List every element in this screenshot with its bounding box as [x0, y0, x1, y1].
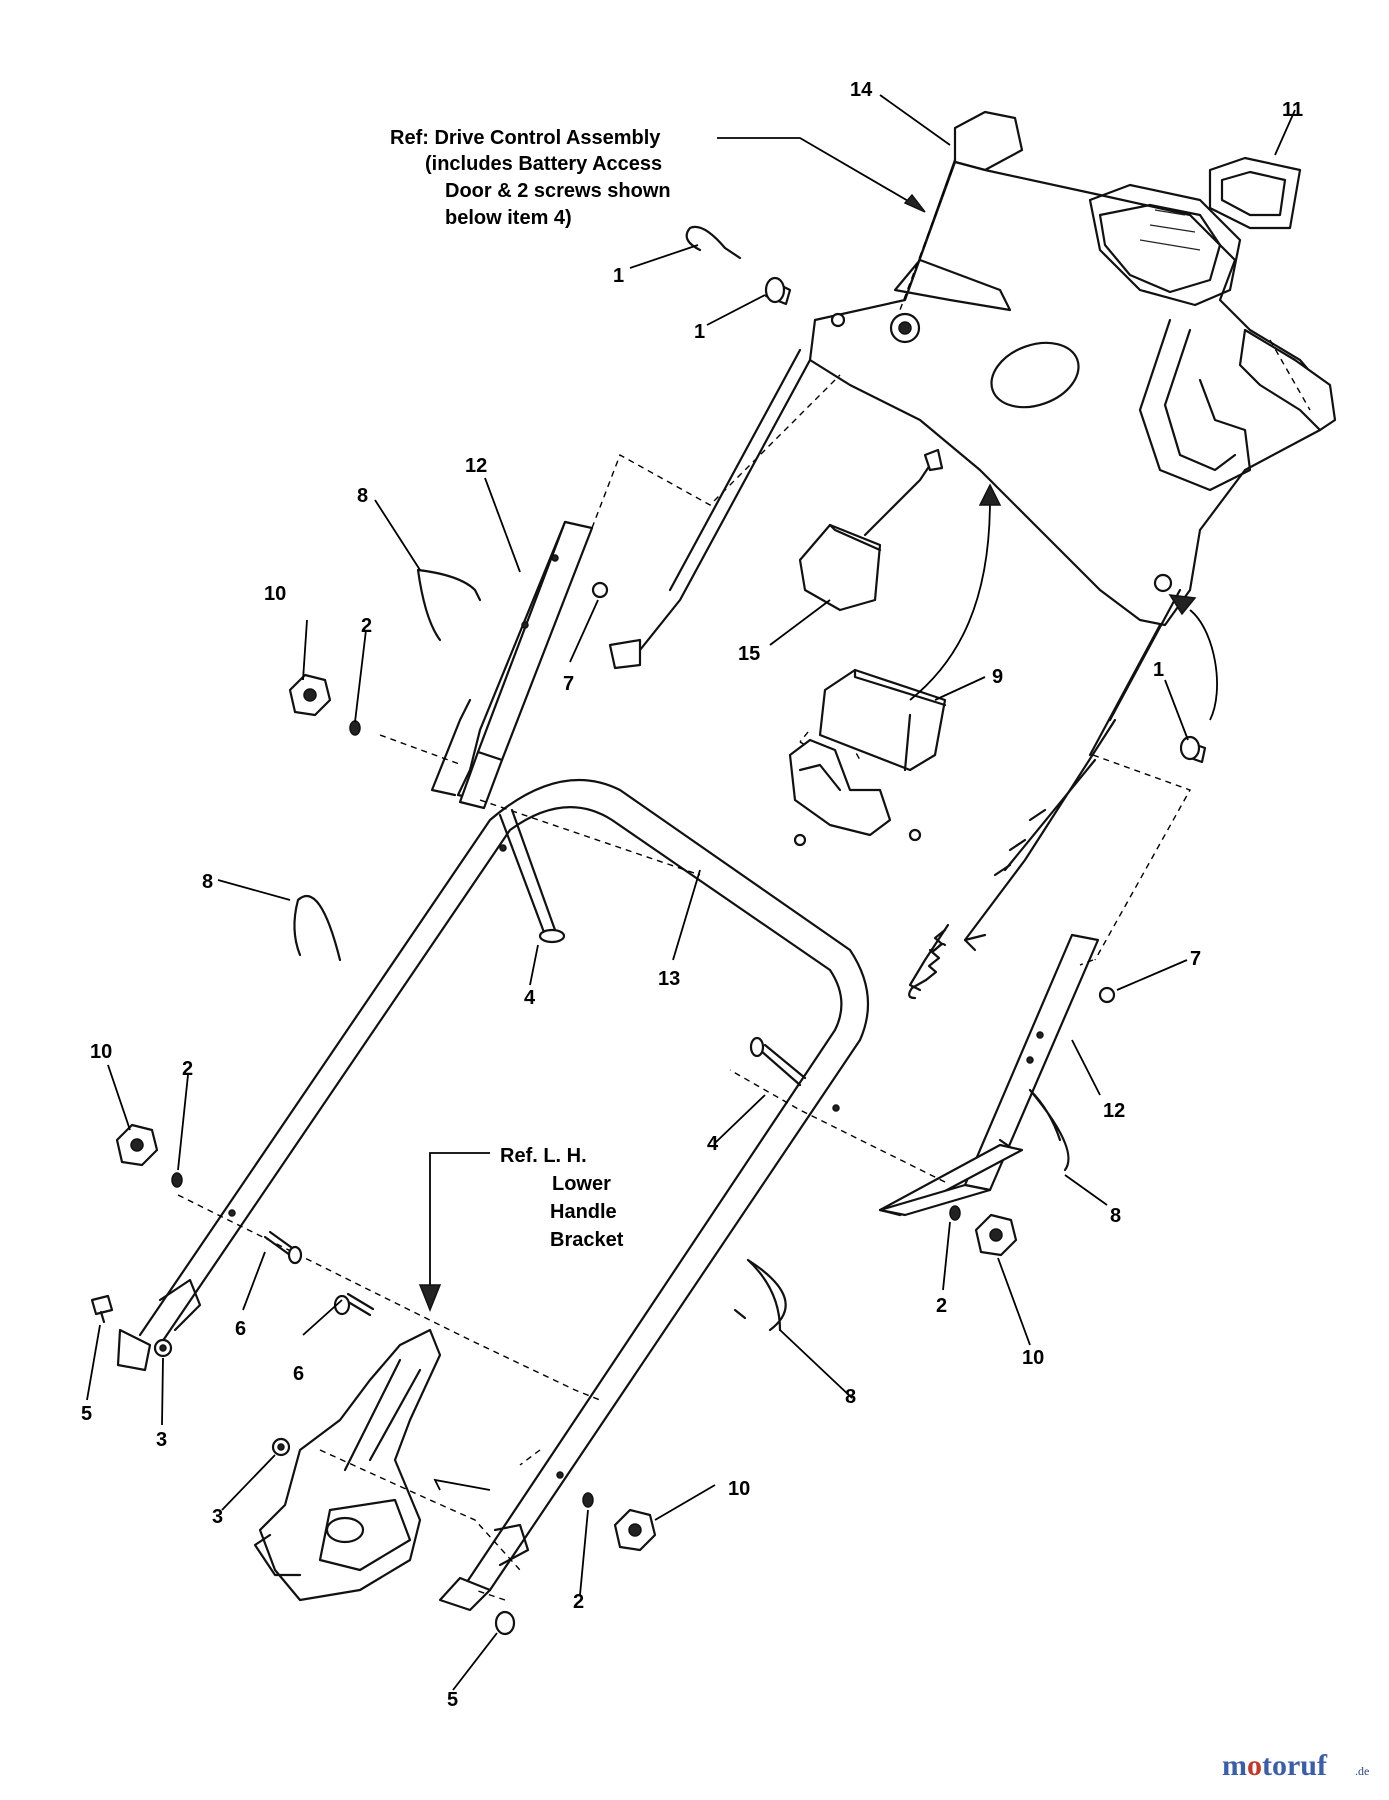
ref-lower-line-2: Lower	[552, 1173, 611, 1195]
upper-handle-right	[878, 933, 1100, 1217]
callout-10: 10	[728, 1478, 750, 1500]
bolt	[498, 808, 807, 1087]
callout-14: 14	[850, 79, 873, 101]
watermark-brand: motoruf	[1222, 1749, 1328, 1782]
ref-drive-line-2: (includes Battery Access	[425, 153, 662, 175]
watermark-logo: motoruf .de	[1222, 1749, 1369, 1782]
callout-4: 4	[524, 987, 536, 1009]
watermark-suffix: .de	[1355, 1764, 1369, 1778]
ref-drive-control-note: Ref: Drive Control Assembly (includes Ba…	[390, 127, 671, 229]
callout-2: 2	[936, 1295, 947, 1317]
knob	[115, 673, 1018, 1552]
callout-6: 6	[235, 1318, 246, 1340]
callout-7: 7	[563, 673, 574, 695]
drive-control-assembly	[808, 110, 1337, 757]
callout-2: 2	[361, 615, 372, 637]
callout-1: 1	[694, 321, 705, 343]
callout-10: 10	[90, 1041, 112, 1063]
clip-pin	[685, 225, 1207, 764]
lock-nut	[153, 1338, 291, 1457]
spring	[908, 928, 947, 1000]
assembly-lines	[177, 374, 1192, 1601]
leader-lines	[86, 94, 1296, 1691]
callout-3: 3	[212, 1506, 223, 1528]
callout-15: 15	[738, 643, 760, 665]
nut	[591, 581, 1116, 1004]
callout-8: 8	[202, 871, 213, 893]
lower-u-handle	[116, 778, 870, 1612]
upper-handle-left	[430, 520, 594, 810]
ref-lower-line-1: Ref. L. H.	[500, 1145, 587, 1167]
callout-9: 9	[992, 666, 1003, 688]
callout-7: 7	[1190, 948, 1201, 970]
callout-6: 6	[293, 1363, 304, 1385]
callout-11: 11	[1282, 99, 1303, 121]
lower-handle-bracket	[253, 1328, 442, 1602]
ref-lower-line-4: Bracket	[550, 1229, 624, 1251]
callouts: 14 11 1 1 1 12 8 10 2 7 15 9 8 4 13 7 12…	[81, 79, 1303, 1711]
switch-assembly	[788, 738, 922, 847]
callout-12: 12	[1103, 1100, 1125, 1122]
bolt-5	[90, 1294, 516, 1636]
callout-10: 10	[1022, 1347, 1044, 1369]
callout-2: 2	[182, 1058, 193, 1080]
callout-2: 2	[573, 1591, 584, 1613]
ref-drive-line-4: below item 4)	[445, 207, 572, 229]
callout-1: 1	[1153, 659, 1164, 681]
ref-drive-line-1: Ref: Drive Control Assembly	[390, 127, 661, 149]
callout-8: 8	[1110, 1205, 1121, 1227]
callout-4: 4	[707, 1133, 719, 1155]
battery-access-door	[1208, 156, 1302, 230]
cables	[608, 348, 1117, 992]
ref-drive-line-3: Door & 2 screws shown	[445, 180, 671, 202]
callout-8: 8	[357, 485, 368, 507]
ref-lower-handle-note: Ref. L. H. Lower Handle Bracket	[500, 1145, 624, 1251]
callout-10: 10	[264, 583, 286, 605]
callout-3: 3	[156, 1429, 167, 1451]
washer	[171, 720, 961, 1508]
callout-12: 12	[465, 455, 487, 477]
callout-5: 5	[447, 1689, 458, 1711]
carriage-bolt	[263, 1230, 375, 1317]
callout-5: 5	[81, 1403, 92, 1425]
callout-13: 13	[658, 968, 680, 990]
callout-8: 8	[845, 1386, 856, 1408]
ref-lower-line-3: Handle	[550, 1201, 617, 1223]
cable-tie	[293, 568, 1070, 1332]
callout-1: 1	[613, 265, 624, 287]
battery-charger	[798, 448, 944, 612]
